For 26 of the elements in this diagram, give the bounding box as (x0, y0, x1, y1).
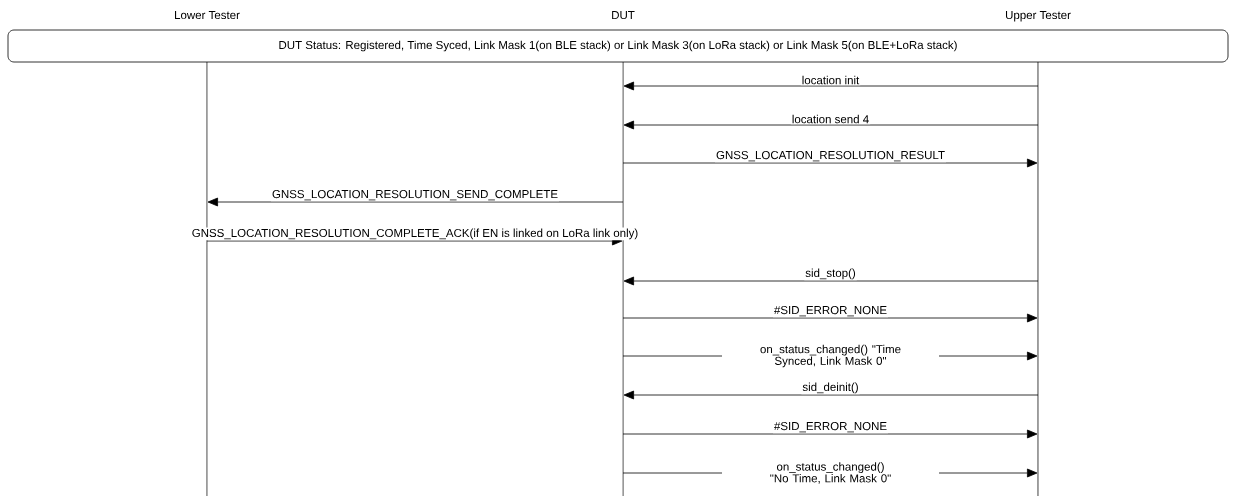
message-arrow (623, 81, 1039, 91)
edge-label: on_status_changed() "No Time, Link Mask 0" (722, 461, 939, 485)
message-arrow (622, 313, 1038, 323)
message-arrow (207, 197, 624, 207)
message-arrow (622, 158, 1038, 168)
lifeline (206, 61, 208, 496)
lifeline-header: Upper Tester (1006, 11, 1071, 22)
edge-label: location send 4 (790, 113, 871, 125)
edge-label: location init (800, 74, 861, 86)
edge-label: GNSS_LOCATION_RESOLUTION_COMPLETE_ACK(if EN is linked on LoRa link only) (190, 227, 640, 241)
edge-label: #SID_ERROR_NONE (772, 421, 889, 434)
lifeline-header: Lower Tester (175, 11, 240, 20)
edge-label: sid_stop() (804, 267, 857, 281)
edge-label: on_status_changed() "Time Synced, Link Mask 0" (722, 343, 939, 369)
edge-label: GNSS_LOCATION_RESOLUTION_RESULT (715, 150, 946, 163)
lifeline (622, 61, 624, 496)
message-arrow (623, 120, 1039, 130)
message-arrow (623, 390, 1039, 400)
lifeline-header: DUT (612, 11, 635, 20)
status-box: DUT Status: Registered, Time Syced, Link Mask 1(on BLE stack) or Link Mask 3(on LoRa stack) or Link Mask 5(on BLE+LoRa stack) (7, 29, 1229, 63)
edge-label: sid_deinit() (801, 381, 860, 395)
edge-label: GNSS_LOCATION_RESOLUTION_SEND_COMPLETE (270, 189, 560, 202)
lifeline (1037, 61, 1039, 496)
edge-label: #SID_ERROR_NONE (772, 305, 889, 318)
message-arrow (623, 276, 1039, 286)
message-arrow (622, 429, 1038, 439)
